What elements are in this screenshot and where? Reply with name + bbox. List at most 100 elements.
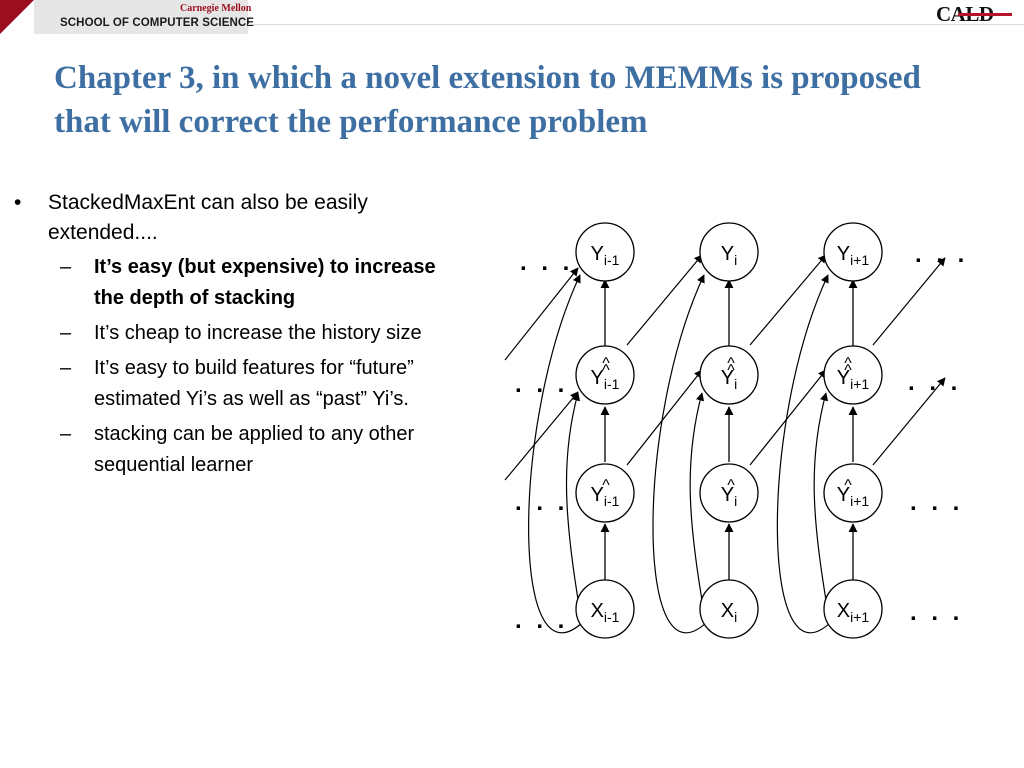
node-yhat1-cur-label: Yi — [721, 484, 737, 509]
node-yhat2-prev — [575, 345, 635, 405]
node-subscript: i-1 — [604, 493, 620, 509]
node-yhat2-next-hat2: ^ — [844, 362, 852, 379]
node-subscript: i-1 — [604, 609, 620, 625]
node-yhat2-cur-label: Yi — [721, 367, 737, 392]
edge-curved — [813, 392, 829, 613]
node-yhat1-cur-hat: ^ — [727, 477, 735, 494]
sub-bullet-text: It’s cheap to increase the history size — [94, 322, 422, 344]
node-var: Y — [721, 243, 734, 265]
node-subscript: i — [734, 609, 737, 625]
edge-curved — [776, 274, 832, 633]
cmu-red-corner — [0, 0, 34, 34]
node-y-cur — [699, 222, 759, 282]
bullet-item: • StackedMaxEnt can also be easily exten… — [14, 188, 444, 248]
ellipsis-right-row4: . . . — [910, 599, 963, 626]
sub-bullet-text: stacking can be applied to any other seq… — [94, 423, 415, 476]
node-var: Y — [721, 367, 734, 389]
node-yhat1-prev-label: Yi-1 — [591, 484, 620, 509]
node-x-prev — [575, 579, 635, 639]
edge-diagonal — [626, 369, 703, 466]
node-yhat2-cur-hat1: ^ — [727, 355, 735, 372]
dash-marker: – — [60, 256, 72, 278]
bullet-list: • StackedMaxEnt can also be easily exten… — [14, 188, 444, 481]
node-subscript: i — [734, 376, 737, 392]
bullet-text: StackedMaxEnt can also be easily extende… — [48, 191, 368, 244]
node-var: Y — [837, 484, 850, 506]
node-yhat2-cur — [699, 345, 759, 405]
node-x-prev-label: Xi-1 — [591, 600, 620, 625]
header-divider — [248, 24, 1024, 25]
cald-logo-bar — [958, 13, 1012, 16]
edge-curved — [528, 274, 584, 634]
node-var: X — [721, 600, 734, 622]
node-var: Y — [591, 367, 604, 389]
sub-bullet-item: – It’s easy (but expensive) to increase … — [14, 252, 444, 314]
ellipsis-right-row3: . . . — [910, 489, 963, 516]
node-var: X — [837, 600, 850, 622]
ellipsis-left-row3: . . . — [515, 489, 568, 516]
node-yhat2-prev-label: Yi-1 — [591, 367, 620, 392]
edge-diagonal — [504, 391, 579, 481]
edge-curved — [689, 392, 705, 613]
node-x-next — [823, 579, 883, 639]
slide-title: Chapter 3, in which a novel extension to… — [54, 60, 921, 140]
sub-bullet-item: – It’s cheap to increase the history siz… — [14, 318, 444, 349]
dash-marker: – — [60, 357, 72, 379]
bullet-marker: • — [14, 191, 22, 214]
cmu-header-logo: Carnegie Mellon SCHOOL OF COMPUTER SCIEN… — [0, 0, 254, 34]
sub-bullet-item: – It’s easy to build features for “futur… — [14, 353, 444, 415]
school-name: SCHOOL OF COMPUTER SCIENCE — [60, 17, 255, 29]
university-name: Carnegie Mellon — [180, 3, 252, 14]
node-var: Y — [591, 484, 604, 506]
node-var: X — [591, 600, 604, 622]
node-yhat1-cur — [699, 463, 759, 523]
node-yhat2-next-hat1: ^ — [844, 355, 852, 372]
dash-marker: – — [60, 322, 72, 344]
ellipsis-right-row2: . . . — [908, 369, 961, 396]
node-yhat1-prev — [575, 463, 635, 523]
dash-marker: – — [60, 423, 72, 445]
cmu-header-bar — [34, 0, 248, 34]
node-subscript: i-1 — [604, 376, 620, 392]
sub-bullet-item: – stacking can be applied to any other s… — [14, 419, 444, 481]
node-yhat2-next — [823, 345, 883, 405]
edge-diagonal — [504, 267, 579, 361]
node-var: Y — [591, 243, 604, 265]
node-y-next-label: Yi+1 — [837, 243, 870, 268]
node-y-cur-label: Yi — [721, 243, 737, 268]
node-yhat2-next-label: Yi+1 — [837, 367, 870, 392]
node-yhat1-prev-hat: ^ — [602, 477, 610, 494]
node-yhat2-prev-hat1: ^ — [602, 355, 610, 372]
node-var: Y — [837, 367, 850, 389]
edge-diagonal — [626, 254, 703, 346]
edge-curved — [652, 274, 708, 634]
node-y-prev — [575, 222, 635, 282]
node-x-cur-label: Xi — [721, 600, 737, 625]
edge-diagonal — [749, 254, 827, 346]
node-subscript: i — [734, 252, 737, 268]
node-x-next-label: Xi+1 — [837, 600, 870, 625]
node-y-prev-label: Yi-1 — [591, 243, 620, 268]
node-yhat1-next — [823, 463, 883, 523]
node-subscript: i+1 — [850, 252, 869, 268]
edge-diagonal — [872, 377, 946, 466]
ellipsis-left-row1: . . . — [520, 249, 573, 276]
node-y-next — [823, 222, 883, 282]
node-subscript: i+1 — [850, 493, 869, 509]
node-subscript: i-1 — [604, 252, 620, 268]
node-var: Y — [837, 243, 850, 265]
node-yhat2-prev-hat2: ^ — [602, 362, 610, 379]
node-var: Y — [721, 484, 734, 506]
node-yhat1-next-label: Yi+1 — [837, 484, 870, 509]
node-x-cur — [699, 579, 759, 639]
node-subscript: i+1 — [850, 609, 869, 625]
edge-diagonal — [872, 257, 946, 346]
ellipsis-left-row4: . . . — [515, 607, 568, 634]
ellipsis-right-row1: . . . — [915, 241, 968, 268]
node-yhat1-next-hat: ^ — [844, 477, 852, 494]
edge-curved — [565, 392, 581, 613]
node-subscript: i — [734, 493, 737, 509]
sub-bullet-text: It’s easy (but expensive) to increase th… — [94, 256, 436, 309]
sub-bullet-text: It’s easy to build features for “future”… — [94, 357, 414, 410]
